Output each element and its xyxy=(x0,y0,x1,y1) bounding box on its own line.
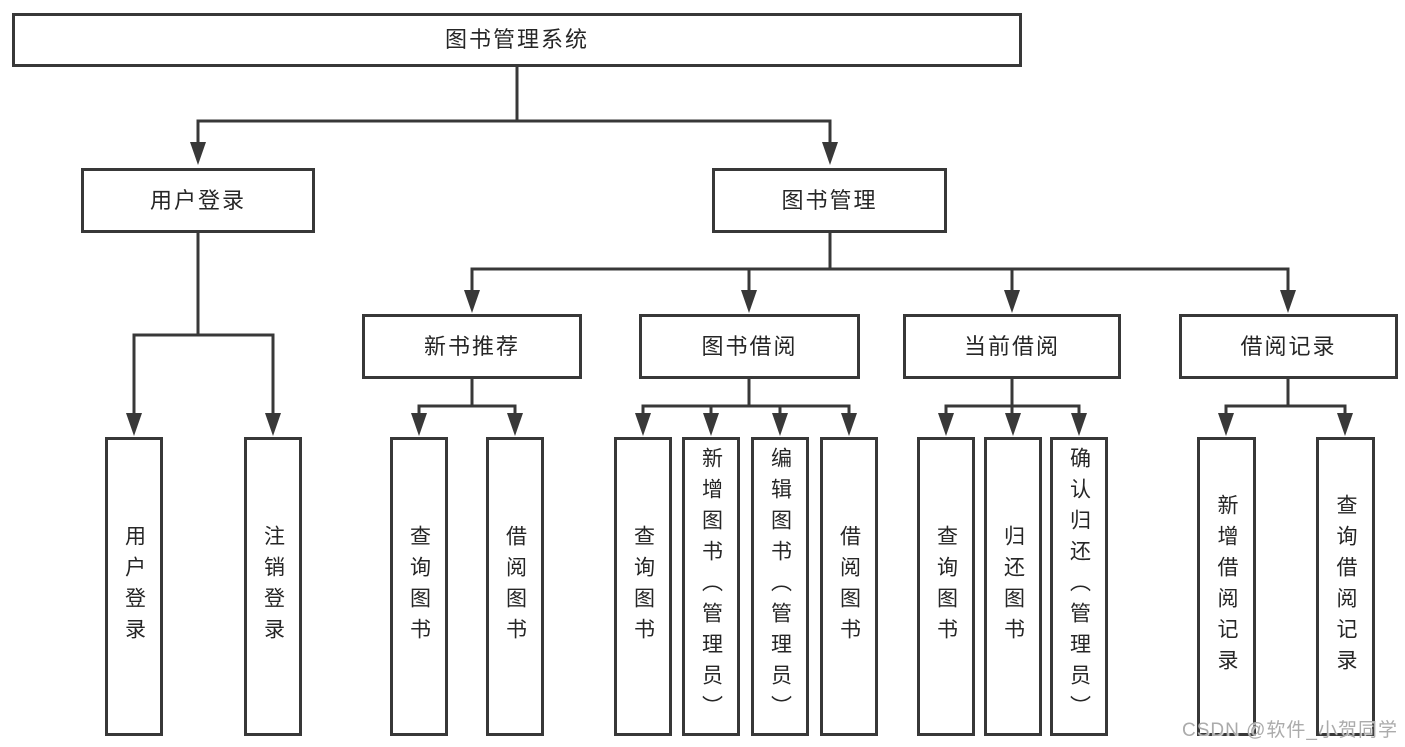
leaf-borrow-books: 借阅图书 xyxy=(820,437,878,736)
node-library-system: 图书管理系统 xyxy=(12,13,1022,67)
node-label: 当前借阅 xyxy=(963,333,1060,359)
node-label: 用户登录 xyxy=(122,524,146,649)
arrowhead-icon xyxy=(1005,413,1021,436)
arrowhead-icon xyxy=(772,413,788,436)
leaf-add-book-admin: 新增图书（管理员） xyxy=(682,437,740,736)
arrowhead-icon xyxy=(411,413,427,436)
node-label: 注销登录 xyxy=(261,524,285,649)
node-user-login: 用户登录 xyxy=(81,168,315,233)
leaf-logout: 注销登录 xyxy=(244,437,302,736)
leaf-add-borrow-record: 新增借阅记录 xyxy=(1197,437,1256,736)
node-label: 用户登录 xyxy=(149,187,246,213)
arrowhead-icon xyxy=(822,142,838,165)
node-book-borrowing: 图书借阅 xyxy=(639,314,860,379)
node-label: 查询图书 xyxy=(407,524,431,649)
leaf-query-books-borrow: 查询图书 xyxy=(614,437,672,736)
arrowhead-icon xyxy=(635,413,651,436)
leaf-query-books-current: 查询图书 xyxy=(917,437,975,736)
node-label: 确认归还（管理员） xyxy=(1067,447,1091,726)
connector-path xyxy=(132,65,1347,418)
leaf-query-borrow-record: 查询借阅记录 xyxy=(1316,437,1375,736)
node-label: 图书管理系统 xyxy=(444,27,589,52)
arrowhead-icon xyxy=(741,290,757,313)
arrowhead-icon xyxy=(265,413,281,436)
arrowhead-icon xyxy=(1337,413,1353,436)
node-new-book-recommendation: 新书推荐 xyxy=(362,314,582,379)
arrowhead-icon xyxy=(703,413,719,436)
node-label: 查询图书 xyxy=(934,524,958,649)
arrowhead-icon xyxy=(126,413,142,436)
leaf-confirm-return-admin: 确认归还（管理员） xyxy=(1050,437,1108,736)
arrowhead-icon xyxy=(1280,290,1296,313)
node-current-borrowing: 当前借阅 xyxy=(903,314,1121,379)
leaf-borrow-books-recommend: 借阅图书 xyxy=(486,437,544,736)
leaf-edit-book-admin: 编辑图书（管理员） xyxy=(751,437,809,736)
node-label: 查询借阅记录 xyxy=(1334,493,1357,680)
arrowhead-icon xyxy=(464,290,480,313)
arrowhead-icon xyxy=(190,142,206,165)
node-label: 新书推荐 xyxy=(423,333,520,359)
node-label: 图书借阅 xyxy=(701,333,798,359)
node-label: 借阅记录 xyxy=(1240,333,1337,359)
node-label: 图书管理 xyxy=(781,187,878,213)
node-label: 归还图书 xyxy=(1001,524,1025,649)
leaf-return-books: 归还图书 xyxy=(984,437,1042,736)
arrowhead-icon xyxy=(1071,413,1087,436)
node-label: 编辑图书（管理员） xyxy=(768,447,792,726)
arrowhead-icon xyxy=(938,413,954,436)
leaf-user-login: 用户登录 xyxy=(105,437,163,736)
node-label: 借阅图书 xyxy=(837,524,861,649)
node-label: 新增图书（管理员） xyxy=(699,447,723,726)
arrowhead-icon xyxy=(1218,413,1234,436)
node-label: 新增借阅记录 xyxy=(1215,493,1238,680)
node-book-management: 图书管理 xyxy=(712,168,947,233)
leaf-query-books-recommend: 查询图书 xyxy=(390,437,448,736)
arrowhead-icon xyxy=(507,413,523,436)
arrowhead-icon xyxy=(1004,290,1020,313)
arrowhead-icon xyxy=(841,413,857,436)
node-label: 借阅图书 xyxy=(503,524,527,649)
csdn-watermark: CSDN @软件_小贺同学 xyxy=(1182,720,1398,741)
node-label: 查询图书 xyxy=(631,524,655,649)
node-borrowing-records: 借阅记录 xyxy=(1179,314,1398,379)
